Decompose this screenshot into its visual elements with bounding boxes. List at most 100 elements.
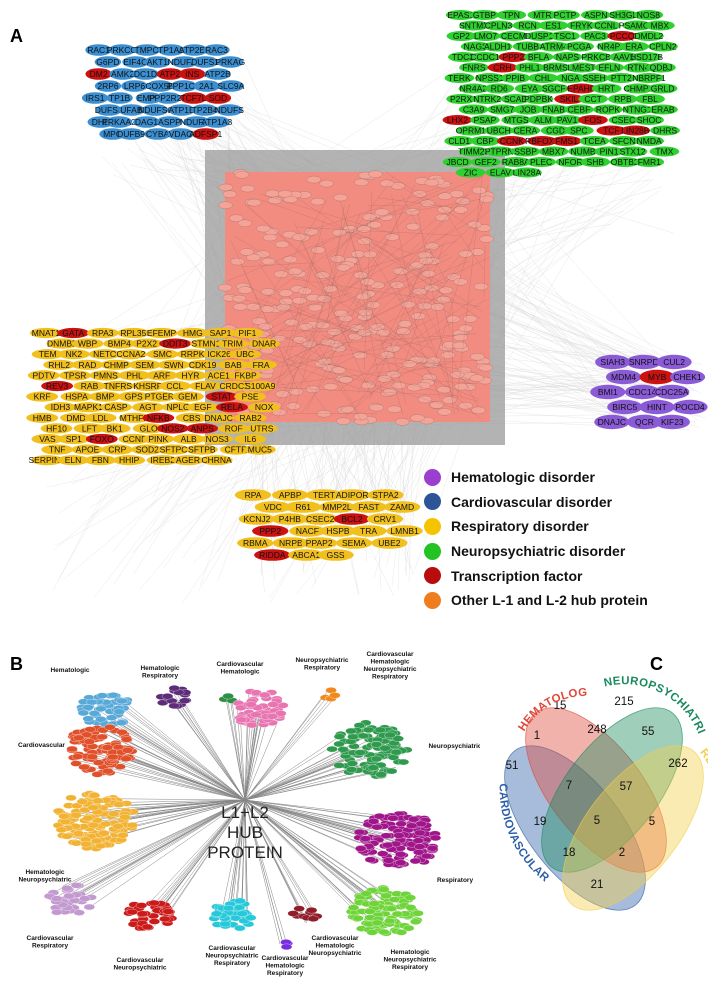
group-node bbox=[73, 831, 84, 837]
group-label: Hematologic bbox=[50, 667, 89, 674]
legend-label: Cardiovascular disorder bbox=[451, 494, 612, 510]
hub-node bbox=[456, 198, 470, 205]
group-node bbox=[99, 830, 110, 836]
network-node-label: CECM bbox=[501, 31, 526, 41]
network-node-label: TCF bbox=[603, 126, 620, 136]
hub-node bbox=[321, 339, 335, 346]
network-node-label: EPAHP bbox=[567, 84, 596, 94]
group-node bbox=[83, 704, 94, 710]
hub-node bbox=[311, 198, 325, 205]
group-node bbox=[346, 767, 357, 773]
group-label: Cardiovascular bbox=[18, 742, 65, 749]
group-node bbox=[259, 692, 270, 698]
hub-node bbox=[219, 184, 233, 191]
group-node bbox=[127, 909, 138, 915]
network-node-label: NTNG1 bbox=[623, 105, 652, 115]
group-node bbox=[406, 823, 417, 829]
group-label-line: Cardiovascular bbox=[312, 935, 359, 942]
group-node bbox=[61, 833, 72, 839]
group-node bbox=[97, 734, 108, 740]
network-node-label: DHRS bbox=[653, 126, 677, 136]
legend-item-transcription-factor: Transcription factor bbox=[424, 563, 704, 588]
network-node-label: MMP2L bbox=[322, 502, 352, 512]
network-node-label: RRPK bbox=[181, 349, 205, 359]
network-node-label: CLD1 bbox=[448, 136, 470, 146]
hub-node bbox=[231, 258, 245, 265]
hub-node bbox=[233, 303, 247, 310]
hub-node bbox=[292, 234, 306, 241]
network-node-label: WBP bbox=[78, 339, 98, 349]
group-label-line: Respiratory bbox=[437, 877, 474, 884]
network-node-label: CSEC2 bbox=[306, 514, 335, 524]
network-node-label: P2RX bbox=[450, 94, 473, 104]
hub-node bbox=[275, 391, 289, 398]
network-node-label: ATRM4 bbox=[540, 42, 568, 52]
network-node-label: CBP bbox=[476, 136, 494, 146]
network-node-label: ALDH1 bbox=[484, 42, 512, 52]
network-node-label: ARF bbox=[153, 370, 170, 380]
hub-node bbox=[425, 179, 439, 186]
hub-node bbox=[235, 171, 249, 178]
group-node bbox=[113, 802, 124, 808]
network-node-label: GPS bbox=[125, 392, 143, 402]
network-node-label: QDBJ bbox=[650, 63, 673, 73]
legend: Hematologic disorder Cardiovascular diso… bbox=[424, 465, 704, 613]
network-node-label: CHMP bbox=[104, 360, 129, 370]
group-node bbox=[246, 702, 257, 708]
network-node-label: SAP1 bbox=[210, 328, 232, 338]
network-node-label: CEBF bbox=[568, 105, 591, 115]
group-label-line: Respiratory bbox=[142, 673, 179, 680]
group-node bbox=[382, 842, 393, 848]
network-node-label: SFCN bbox=[612, 136, 635, 146]
group-node bbox=[237, 911, 248, 917]
group-node bbox=[159, 916, 170, 922]
venn-region-value: 1 bbox=[534, 730, 540, 742]
group-node bbox=[361, 891, 372, 897]
group-node bbox=[347, 734, 358, 740]
network-node-label: CDC14 bbox=[628, 387, 656, 397]
group-node bbox=[87, 754, 98, 760]
venn-region-value: 248 bbox=[587, 724, 606, 736]
network-node-label: TUBB bbox=[516, 42, 539, 52]
group-node bbox=[395, 851, 406, 857]
network-node-label: MNAT1 bbox=[32, 328, 60, 338]
group-node bbox=[67, 746, 78, 752]
network-node-label: LHX2 bbox=[447, 115, 469, 125]
network-node-label: AGER bbox=[176, 455, 200, 465]
network-node-label: TCF7L bbox=[180, 93, 206, 103]
group-node bbox=[88, 805, 99, 811]
legend-item-neuropsychiatric: Neuropsychiatric disorder bbox=[424, 539, 704, 564]
network-node-label: NACF bbox=[296, 526, 319, 536]
network-node-label: HHIP bbox=[119, 455, 140, 465]
network-node-label: VDC bbox=[264, 502, 282, 512]
group-node bbox=[396, 821, 407, 827]
group-node bbox=[60, 819, 71, 825]
network-node-label: ROPK bbox=[596, 105, 620, 115]
network-node-label: ANPS bbox=[191, 423, 214, 433]
network-node-label: SP1 bbox=[66, 434, 82, 444]
group-node bbox=[114, 709, 125, 715]
network-node-label: SPC bbox=[570, 126, 587, 136]
group-node bbox=[235, 898, 246, 904]
venn-region-value: 215 bbox=[614, 696, 633, 708]
network-node-label: FLAV bbox=[195, 381, 216, 391]
venn-region-value: 55 bbox=[642, 726, 655, 738]
group-node bbox=[378, 929, 389, 935]
hub-node bbox=[363, 251, 377, 258]
network-node-label: POCD4 bbox=[675, 402, 705, 412]
hub-node bbox=[331, 255, 345, 262]
network-node-label: APBP bbox=[279, 490, 302, 500]
network-node-label: HSD17B bbox=[630, 52, 663, 62]
group-node bbox=[102, 745, 113, 751]
venn-region-value: 21 bbox=[591, 879, 604, 891]
group-cluster: Hematologic bbox=[50, 667, 132, 731]
group-node bbox=[410, 858, 421, 864]
network-node-label: PHL1 bbox=[519, 63, 541, 73]
network-node-label: 2RP6 bbox=[97, 81, 119, 91]
network-node-label: TRA bbox=[360, 526, 377, 536]
group-node bbox=[391, 749, 402, 755]
network-node-label: NPSS1 bbox=[476, 73, 504, 83]
